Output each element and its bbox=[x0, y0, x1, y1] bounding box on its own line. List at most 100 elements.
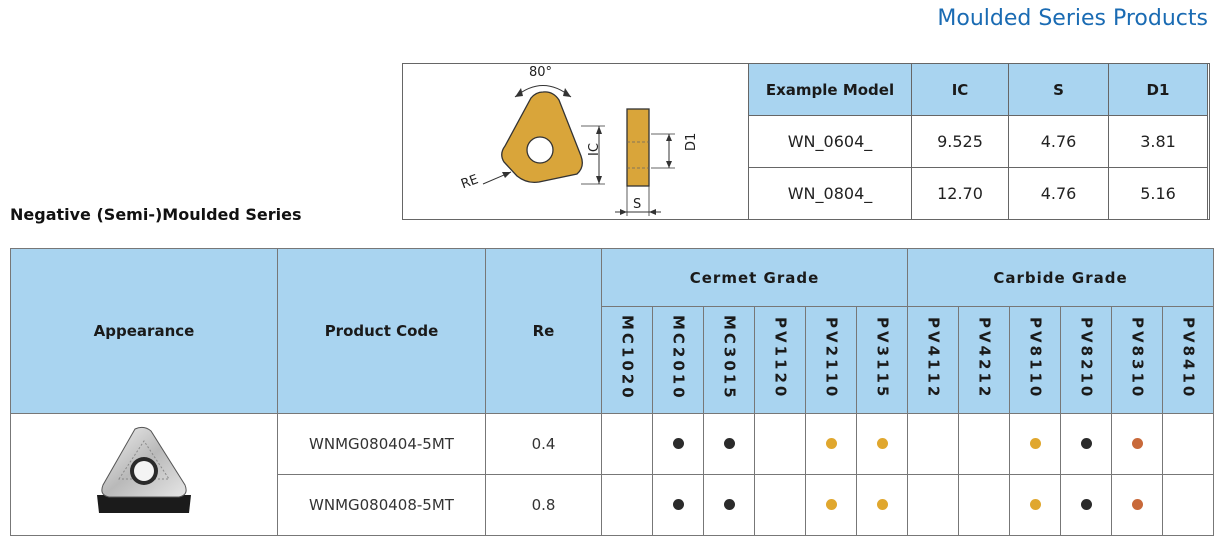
grade-dot-cell bbox=[1060, 474, 1112, 536]
availability-dot-black bbox=[723, 499, 735, 510]
table-row: WN_0604_ 9.525 4.76 3.81 bbox=[748, 115, 1208, 168]
grade-header: PV8310 bbox=[1111, 306, 1163, 414]
grade-dot-cell bbox=[1162, 474, 1214, 536]
grade-dot-cell bbox=[1009, 474, 1061, 536]
availability-dot-copper bbox=[1131, 438, 1143, 449]
grade-dot-cell bbox=[907, 474, 959, 536]
grade-label: PV8110 bbox=[1026, 316, 1045, 400]
table-row: WN_0804_ 12.70 4.76 5.16 bbox=[748, 167, 1208, 220]
grade-dot-cell bbox=[754, 474, 806, 536]
insert-schematic-diagram: 80° RE IC D1 S bbox=[459, 65, 699, 216]
grade-label: MC1020 bbox=[618, 315, 637, 401]
header-example-model: Example Model bbox=[748, 63, 912, 116]
grade-dot-cell bbox=[1111, 474, 1163, 536]
availability-dot-gold bbox=[876, 438, 888, 449]
grade-dot-cell bbox=[856, 474, 908, 536]
grade-dot-cell bbox=[1009, 413, 1061, 475]
grade-label: PV3115 bbox=[873, 316, 892, 400]
ic-cell: 9.525 bbox=[911, 115, 1009, 168]
availability-dot-gold bbox=[825, 438, 837, 449]
header-re: Re bbox=[485, 248, 602, 414]
grade-label: PV4212 bbox=[975, 316, 994, 400]
grade-dot-cell bbox=[805, 413, 857, 475]
grade-dot-cell bbox=[703, 413, 755, 475]
availability-dot-gold bbox=[1029, 499, 1041, 510]
schematic-panel: 80° RE IC D1 S Example Mod bbox=[402, 63, 1210, 220]
header-carbide-grade: Carbide Grade bbox=[907, 248, 1214, 307]
grade-header: PV2110 bbox=[805, 306, 857, 414]
model-cell: WN_0804_ bbox=[748, 167, 912, 220]
grade-dot-cell bbox=[1111, 413, 1163, 475]
product-code-cell: WNMG080408-5MT bbox=[277, 474, 486, 536]
grade-dot-cell bbox=[652, 474, 704, 536]
grade-header: PV3115 bbox=[856, 306, 908, 414]
grade-dot-cell bbox=[907, 413, 959, 475]
re-cell: 0.8 bbox=[485, 474, 602, 536]
availability-dot-black bbox=[1080, 499, 1092, 510]
grade-dot-cell bbox=[652, 413, 704, 475]
grade-label: PV4112 bbox=[924, 316, 943, 400]
model-cell: WN_0604_ bbox=[748, 115, 912, 168]
product-grade-table: Appearance Product Code Re Cermet Grade … bbox=[10, 248, 1214, 536]
availability-dot-black bbox=[672, 438, 684, 449]
grade-dot-cell bbox=[958, 474, 1010, 536]
angle-label: 80° bbox=[529, 65, 552, 80]
series-title: Negative (Semi-)Moulded Series bbox=[10, 205, 302, 224]
grade-dot-cell bbox=[1162, 413, 1214, 475]
grade-dot-cell bbox=[958, 413, 1010, 475]
header-d1: D1 bbox=[1108, 63, 1208, 116]
grade-dot-cell bbox=[754, 413, 806, 475]
availability-dot-black bbox=[672, 499, 684, 510]
grade-label: PV1120 bbox=[771, 316, 790, 400]
example-model-table: Example Model IC S D1 WN_0604_ 9.525 4.7… bbox=[748, 63, 1208, 220]
availability-dot-gold bbox=[825, 499, 837, 510]
grade-header: MC2010 bbox=[652, 306, 704, 414]
grade-label: PV8410 bbox=[1179, 316, 1198, 400]
s-cell: 4.76 bbox=[1008, 115, 1109, 168]
table-row: WNMG080408-5MT 0.8 bbox=[11, 474, 1214, 536]
product-code-cell: WNMG080404-5MT bbox=[277, 413, 486, 475]
grade-header: MC1020 bbox=[601, 306, 653, 414]
grade-header: MC3015 bbox=[703, 306, 755, 414]
insert-product-image bbox=[97, 426, 191, 513]
availability-dot-gold bbox=[1029, 438, 1041, 449]
grade-dot-cell bbox=[601, 474, 653, 536]
grade-label: PV8210 bbox=[1077, 316, 1096, 400]
grade-header: PV4112 bbox=[907, 306, 959, 414]
s-cell: 4.76 bbox=[1008, 167, 1109, 220]
s-label: S bbox=[633, 197, 641, 212]
grade-label: PV2110 bbox=[822, 316, 841, 400]
d1-cell: 5.16 bbox=[1108, 167, 1208, 220]
grade-dot-cell bbox=[856, 413, 908, 475]
grade-header: PV4212 bbox=[958, 306, 1010, 414]
re-cell: 0.4 bbox=[485, 413, 602, 475]
header-cermet-grade: Cermet Grade bbox=[601, 248, 908, 307]
grade-label: MC3015 bbox=[720, 315, 739, 401]
re-label: RE bbox=[459, 172, 480, 192]
grade-label: MC2010 bbox=[669, 315, 688, 401]
ic-cell: 12.70 bbox=[911, 167, 1009, 220]
grade-header: PV8210 bbox=[1060, 306, 1112, 414]
header-s: S bbox=[1008, 63, 1109, 116]
header-product-code: Product Code bbox=[277, 248, 486, 414]
ic-label: IC bbox=[587, 143, 602, 156]
grade-header: PV1120 bbox=[754, 306, 806, 414]
appearance-cell bbox=[10, 413, 278, 536]
grade-header: PV8110 bbox=[1009, 306, 1061, 414]
insert-side-view bbox=[626, 108, 650, 187]
d1-cell: 3.81 bbox=[1108, 115, 1208, 168]
grade-dot-cell bbox=[805, 474, 857, 536]
grade-dot-cell bbox=[703, 474, 755, 536]
grade-header: PV8410 bbox=[1162, 306, 1214, 414]
d1-label: D1 bbox=[684, 133, 699, 151]
availability-dot-black bbox=[723, 438, 735, 449]
table-row: WNMG080404-5MT 0.4 bbox=[10, 413, 1214, 536]
page-title: Moulded Series Products bbox=[937, 6, 1208, 31]
grade-header-row: MC1020 MC2010 MC3015 PV1120 PV2110 PV311… bbox=[11, 306, 1214, 414]
availability-dot-copper bbox=[1131, 499, 1143, 510]
availability-dot-gold bbox=[876, 499, 888, 510]
availability-dot-black bbox=[1080, 438, 1092, 449]
grade-dot-cell bbox=[601, 413, 653, 475]
grade-label: PV8310 bbox=[1128, 316, 1147, 400]
header-appearance: Appearance bbox=[10, 248, 278, 414]
